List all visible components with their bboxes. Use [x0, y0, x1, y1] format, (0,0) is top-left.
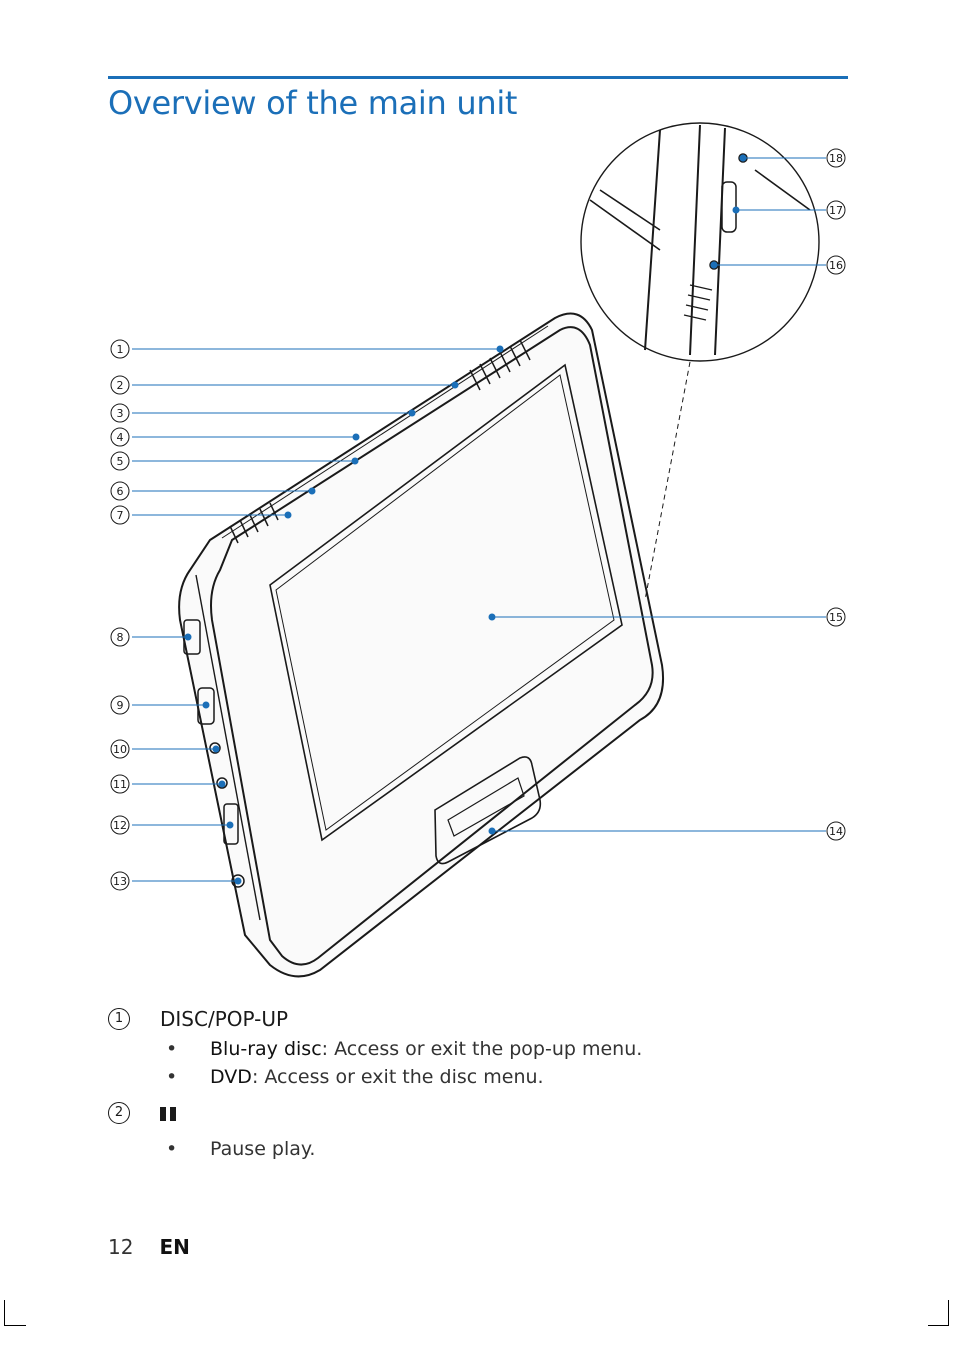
- page-footer: 12 EN: [108, 1235, 190, 1259]
- svg-text:7: 7: [117, 509, 124, 522]
- callout-7: 7: [110, 505, 130, 525]
- callout-13: 13: [110, 871, 130, 891]
- item-2-header: 2: [108, 1099, 848, 1129]
- svg-text:13: 13: [113, 875, 127, 888]
- side-ports: [183, 619, 245, 888]
- callout-10: 10: [110, 739, 130, 759]
- page-number: 12: [108, 1235, 134, 1259]
- svg-text:9: 9: [117, 699, 124, 712]
- svg-text:11: 11: [113, 778, 127, 791]
- item-2-bullets: •Pause play.: [108, 1135, 848, 1163]
- svg-text:18: 18: [829, 152, 843, 165]
- crop-mark: [4, 1300, 5, 1326]
- list-item: •Blu-ray disc: Access or exit the pop-up…: [108, 1035, 848, 1063]
- callout-15: 15: [826, 607, 846, 627]
- callout-9: 9: [110, 695, 130, 715]
- crop-mark: [4, 1325, 26, 1326]
- svg-text:6: 6: [117, 485, 124, 498]
- callout-6: 6: [110, 481, 130, 501]
- item-1-bullets: •Blu-ray disc: Access or exit the pop-up…: [108, 1035, 848, 1091]
- callout-2: 2: [110, 375, 130, 395]
- item-1-header: 1 DISC/POP-UP: [108, 1005, 848, 1035]
- callout-14: 14: [826, 821, 846, 841]
- bullet-icon: •: [166, 1138, 178, 1160]
- leader-lines: [132, 154, 826, 885]
- svg-text:10: 10: [113, 743, 127, 756]
- callout-12: 12: [110, 815, 130, 835]
- list-item: •DVD: Access or exit the disc menu.: [108, 1063, 848, 1091]
- svg-text:14: 14: [829, 825, 843, 838]
- item-1-name: DISC/POP-UP: [160, 1007, 289, 1031]
- top-vents: [229, 339, 531, 544]
- list-item: •Pause play.: [108, 1135, 848, 1163]
- pause-icon: [160, 1107, 178, 1121]
- bullet-icon: •: [166, 1038, 178, 1060]
- svg-text:17: 17: [829, 204, 843, 217]
- crop-mark: [928, 1325, 948, 1326]
- svg-text:4: 4: [117, 431, 124, 444]
- callout-8: 8: [110, 627, 130, 647]
- svg-text:2: 2: [117, 379, 124, 392]
- callout-5: 5: [110, 451, 130, 471]
- svg-text:1: 1: [117, 343, 124, 356]
- callout-18: 18: [826, 148, 846, 168]
- item-2-number: 2: [108, 1102, 130, 1124]
- item-1-number: 1: [108, 1008, 130, 1030]
- svg-text:15: 15: [829, 611, 843, 624]
- callout-3: 3: [110, 403, 130, 423]
- page-title: Overview of the main unit: [108, 84, 518, 122]
- title-rule: [108, 76, 848, 79]
- callout-16: 16: [826, 255, 846, 275]
- callout-17: 17: [826, 200, 846, 220]
- zoom-detail: [580, 122, 820, 601]
- svg-text:8: 8: [117, 631, 124, 644]
- bullet-icon: •: [166, 1066, 178, 1088]
- svg-text:3: 3: [117, 407, 124, 420]
- main-unit-drawing: [178, 312, 664, 978]
- item-descriptions: 1 DISC/POP-UP •Blu-ray disc: Access or e…: [108, 1005, 848, 1171]
- svg-text:5: 5: [117, 455, 124, 468]
- crop-mark: [948, 1300, 949, 1326]
- language-code: EN: [159, 1235, 190, 1259]
- callout-11: 11: [110, 774, 130, 794]
- callout-4: 4: [110, 427, 130, 447]
- svg-text:16: 16: [829, 259, 843, 272]
- callout-1: 1: [110, 339, 130, 359]
- svg-text:12: 12: [113, 819, 127, 832]
